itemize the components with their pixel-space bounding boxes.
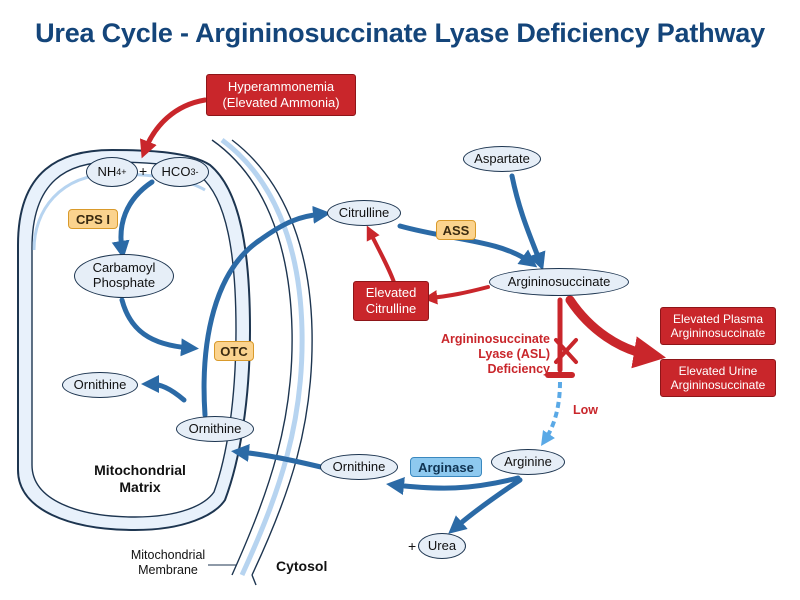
hco3-label: HCO <box>161 163 191 179</box>
deficiency-arrows <box>139 97 666 378</box>
arrow-hyperammonemia-to-nh4 <box>139 97 208 159</box>
arrow-ornithine-to-matrix <box>141 375 187 403</box>
node-citrulline: Citrulline <box>327 200 401 226</box>
enzyme-ass: ASS <box>436 220 476 240</box>
alert-elevated-citrulline: Elevated Citrulline <box>353 281 429 321</box>
arrow-to-plasma-urine <box>565 295 666 369</box>
node-urea: Urea <box>418 533 466 559</box>
arrow-elevated-citrulline-to-citrulline <box>366 225 397 287</box>
node-aspartate: Aspartate <box>463 146 541 172</box>
node-ornithine-cytosol: Ornithine <box>320 454 398 480</box>
alert-elevated-urine: Elevated Urine Argininosuccinate <box>660 359 776 397</box>
node-ornithine-matrix: Ornithine <box>62 372 138 398</box>
arrow-nh4-to-carbamoyl <box>111 179 155 259</box>
arrow-low-flux-dashed <box>541 381 562 446</box>
arrow-to-elevated-citrulline <box>422 285 490 305</box>
node-ornithine-inner: Ornithine <box>176 416 254 442</box>
arrow-ornithine-to-inner-ornithine <box>231 443 328 471</box>
enzyme-arginase: Arginase <box>410 457 482 477</box>
enzyme-otc: OTC <box>214 341 254 361</box>
arrow-carbamoyl-to-otc <box>119 297 199 357</box>
urea-plus-sign: + <box>408 538 417 554</box>
cytosol-label: Cytosol <box>276 558 328 574</box>
deficiency-x-icon <box>554 338 578 364</box>
pathway-arrows <box>111 173 546 534</box>
arrow-ornithine-to-citrulline <box>201 205 331 418</box>
nh4-label: NH <box>97 163 117 179</box>
deficiency-label: Argininosuccinate Lyase (ASL) Deficiency <box>440 332 550 376</box>
node-carbamoyl-phosphate: Carbamoyl Phosphate <box>74 254 174 298</box>
arrow-citrulline-to-argininosuccinate <box>397 223 538 268</box>
membrane-label: Mitochondrial Membrane <box>130 548 206 577</box>
mitochondrion-outline <box>17 137 313 586</box>
arrow-aspartate-to-argininosuccinate <box>509 173 546 271</box>
arrow-arginine-to-urea <box>448 477 523 534</box>
matrix-label: Mitochondrial Matrix <box>94 462 186 495</box>
low-label: Low <box>573 403 598 417</box>
alert-hyperammonemia: Hyperammonemia (Elevated Ammonia) <box>206 74 356 116</box>
node-argininosuccinate: Argininosuccinate <box>489 268 629 296</box>
arrow-arginine-to-ornithine <box>386 475 521 495</box>
alert-elevated-plasma: Elevated Plasma Argininosuccinate <box>660 307 776 345</box>
node-arginine: Arginine <box>491 449 565 475</box>
page-title: Urea Cycle - Argininosuccinate Lyase Def… <box>35 18 765 48</box>
enzyme-cps1: CPS I <box>68 209 118 229</box>
plus-sign: + <box>139 163 148 179</box>
